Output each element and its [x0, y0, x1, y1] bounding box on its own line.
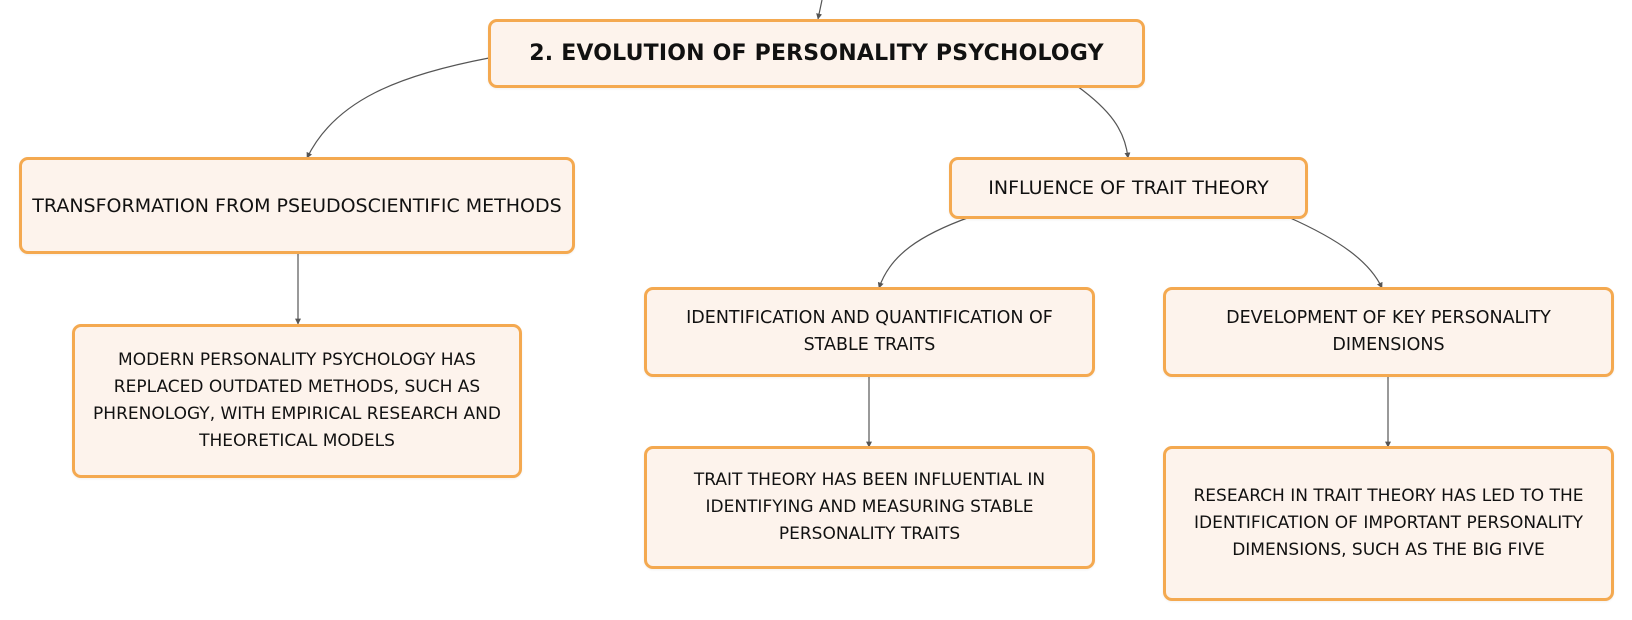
- left-branch-detail-node[interactable]: MODERN PERSONALITY PSYCHOLOGY HAS REPLAC…: [72, 324, 522, 478]
- left-branch-node[interactable]: TRANSFORMATION FROM PSEUDOSCIENTIFIC MET…: [19, 157, 575, 254]
- right-child-2-detail-text: RESEARCH IN TRAIT THEORY HAS LED TO THE …: [1193, 486, 1584, 560]
- connector-root-to-right-branch: [1076, 85, 1131, 159]
- right-branch-node[interactable]: INFLUENCE OF TRAIT THEORY: [949, 157, 1308, 219]
- right-child-2-node[interactable]: DEVELOPMENT OF KEY PERSONALITY DIMENSION…: [1163, 287, 1614, 377]
- right-child-1-node[interactable]: IDENTIFICATION AND QUANTIFICATION OF STA…: [644, 287, 1095, 377]
- connector-right-branch-to-child-1: [877, 216, 971, 289]
- right-child-2-label: DEVELOPMENT OF KEY PERSONALITY DIMENSION…: [1226, 308, 1551, 355]
- right-child-1-detail-node[interactable]: TRAIT THEORY HAS BEEN INFLUENTIAL IN IDE…: [644, 446, 1095, 569]
- connector-parent-to-root: [816, 0, 823, 20]
- right-child-1-label: IDENTIFICATION AND QUANTIFICATION OF STA…: [686, 308, 1053, 355]
- root-node[interactable]: 2. EVOLUTION OF PERSONALITY PSYCHOLOGY: [488, 19, 1145, 88]
- right-branch-label: INFLUENCE OF TRAIT THEORY: [988, 177, 1269, 199]
- connector-right-branch-to-child-2: [1287, 216, 1383, 289]
- root-node-label: 2. EVOLUTION OF PERSONALITY PSYCHOLOGY: [529, 41, 1104, 66]
- connector-root-to-left-branch: [306, 57, 490, 159]
- left-branch-label: TRANSFORMATION FROM PSEUDOSCIENTIFIC MET…: [32, 194, 562, 217]
- right-child-1-detail-text: TRAIT THEORY HAS BEEN INFLUENTIAL IN IDE…: [693, 470, 1046, 544]
- right-child-2-detail-node[interactable]: RESEARCH IN TRAIT THEORY HAS LED TO THE …: [1163, 446, 1614, 601]
- left-branch-detail-text: MODERN PERSONALITY PSYCHOLOGY HAS REPLAC…: [93, 350, 501, 451]
